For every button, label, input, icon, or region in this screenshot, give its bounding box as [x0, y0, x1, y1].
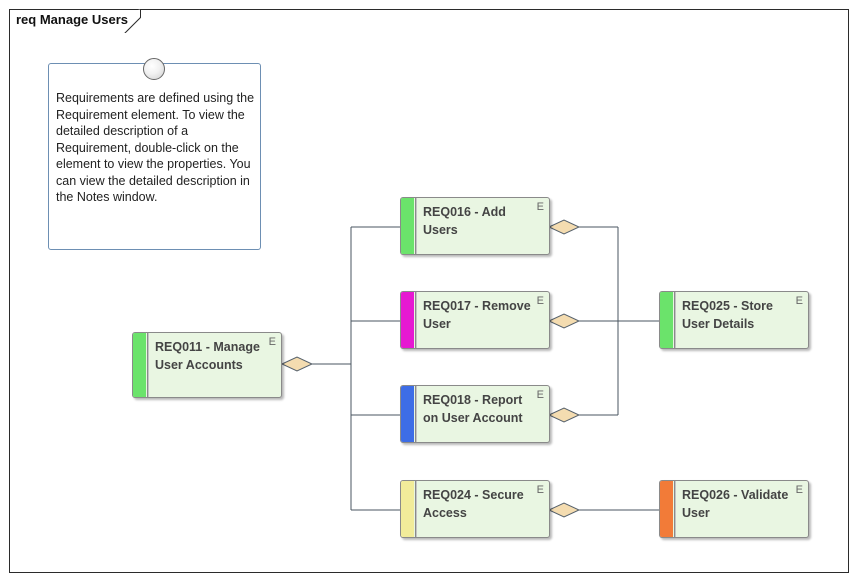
- element-icon: E: [795, 484, 803, 496]
- requirement-req026[interactable]: REQ026 - Validate User E: [659, 480, 809, 538]
- aggregation-diamond-req016: [547, 219, 581, 235]
- requirement-label: REQ011 - Manage User Accounts: [155, 340, 260, 372]
- requirement-req011[interactable]: REQ011 - Manage User Accounts E: [132, 332, 282, 398]
- note-text: Requirements are defined using the Requi…: [56, 91, 255, 204]
- requirement-label: REQ017 - Remove User: [423, 299, 531, 331]
- requirement-label: REQ016 - Add Users: [423, 205, 506, 237]
- stripe-req011: [133, 333, 146, 397]
- stripe-req024: [401, 481, 414, 537]
- stripe-req026: [660, 481, 673, 537]
- requirement-req024[interactable]: REQ024 - Secure Access E: [400, 480, 550, 538]
- requirement-label: REQ026 - Validate User: [682, 488, 789, 520]
- aggregation-diamond-req017: [547, 313, 581, 329]
- stripe-req017: [401, 292, 414, 348]
- element-icon: E: [268, 336, 276, 348]
- diagram-title: req Manage Users: [16, 12, 128, 27]
- stripe-req016: [401, 198, 414, 254]
- element-icon: E: [795, 295, 803, 307]
- stripe-req025: [660, 292, 673, 348]
- element-icon: E: [536, 389, 544, 401]
- requirement-req017[interactable]: REQ017 - Remove User E: [400, 291, 550, 349]
- requirement-req018[interactable]: REQ018 - Report on User Account E: [400, 385, 550, 443]
- requirement-label: REQ024 - Secure Access: [423, 488, 524, 520]
- aggregation-diamond-req024: [547, 502, 581, 518]
- requirement-label: REQ025 - Store User Details: [682, 299, 774, 331]
- element-icon: E: [536, 295, 544, 307]
- element-icon: E: [536, 201, 544, 213]
- requirement-req016[interactable]: REQ016 - Add Users E: [400, 197, 550, 255]
- aggregation-diamond-req011: [280, 356, 314, 372]
- frame-title-tab: [9, 9, 141, 33]
- requirement-req025[interactable]: REQ025 - Store User Details E: [659, 291, 809, 349]
- stripe-req018: [401, 386, 414, 442]
- aggregation-diamond-req018: [547, 407, 581, 423]
- note-element[interactable]: Requirements are defined using the Requi…: [48, 63, 261, 250]
- requirement-label: REQ018 - Report on User Account: [423, 393, 523, 425]
- note-pin-icon: [143, 58, 165, 80]
- element-icon: E: [536, 484, 544, 496]
